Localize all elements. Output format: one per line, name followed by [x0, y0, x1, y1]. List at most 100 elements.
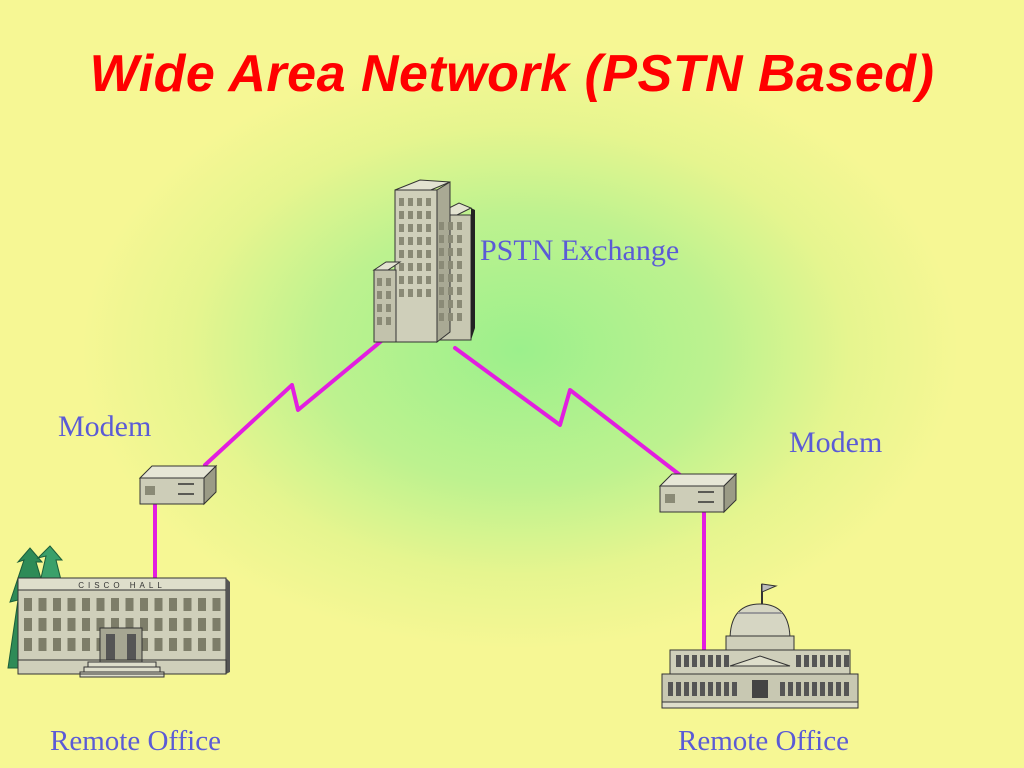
- window-decor: [399, 211, 404, 219]
- window-decor: [111, 618, 119, 631]
- window-decor: [457, 222, 462, 230]
- window-decor: [417, 263, 422, 271]
- window-decor: [408, 237, 413, 245]
- window-decor: [183, 638, 192, 651]
- window-decor: [82, 618, 90, 631]
- window-decor: [408, 224, 413, 232]
- window-decor: [844, 682, 849, 696]
- window-decor: [700, 655, 705, 667]
- window-decor: [212, 598, 221, 611]
- link-exchange-modem-left: [203, 336, 387, 467]
- window-decor: [408, 198, 413, 206]
- window-decor: [169, 598, 177, 611]
- window-decor: [457, 274, 462, 282]
- window-decor: [448, 313, 453, 321]
- window-decor: [439, 287, 444, 295]
- window-decor: [439, 222, 444, 230]
- window-decor: [417, 198, 422, 206]
- window-decor: [111, 598, 119, 611]
- window-decor: [377, 304, 382, 312]
- modem-right-label: Modem: [789, 426, 883, 459]
- window-decor: [708, 655, 713, 667]
- window-decor: [796, 655, 801, 667]
- window-decor: [386, 278, 391, 286]
- window-decor: [788, 682, 793, 696]
- window-decor: [676, 682, 681, 696]
- window-decor: [457, 261, 462, 269]
- window-decor: [24, 618, 32, 631]
- window-decor: [408, 289, 413, 297]
- window-decor: [417, 250, 422, 258]
- window-decor: [169, 638, 177, 651]
- window-decor: [38, 618, 47, 631]
- window-decor: [96, 598, 105, 611]
- slide-title: Wide Area Network (PSTN Based): [89, 45, 935, 103]
- office-left-sign: CISCO HALL: [78, 581, 166, 590]
- window-decor: [804, 682, 809, 696]
- window-decor: [426, 263, 431, 271]
- window-decor: [377, 291, 382, 299]
- window-decor: [724, 682, 729, 696]
- window-decor: [812, 682, 817, 696]
- window-decor: [844, 655, 849, 667]
- window-decor: [684, 682, 689, 696]
- modem-left-icon: [138, 464, 218, 506]
- window-decor: [24, 638, 32, 651]
- window-decor: [53, 638, 61, 651]
- window-decor: [426, 276, 431, 284]
- window-decor: [426, 198, 431, 206]
- window-decor: [82, 598, 90, 611]
- window-decor: [426, 237, 431, 245]
- window-decor: [140, 598, 148, 611]
- window-decor: [417, 276, 422, 284]
- window-decor: [700, 682, 705, 696]
- exchange-label: PSTN Exchange: [480, 234, 680, 267]
- window-decor: [377, 278, 382, 286]
- window-decor: [439, 300, 444, 308]
- window-decor: [67, 638, 76, 651]
- window-decor: [820, 682, 825, 696]
- window-decor: [820, 655, 825, 667]
- window-decor: [836, 682, 841, 696]
- window-decor: [399, 237, 404, 245]
- window-decor: [386, 304, 391, 312]
- office-right-label: Remote Office: [678, 725, 849, 757]
- window-decor: [67, 598, 76, 611]
- modem-left-label: Modem: [58, 410, 152, 443]
- window-decor: [448, 248, 453, 256]
- window-decor: [448, 235, 453, 243]
- window-decor: [183, 618, 192, 631]
- window-decor: [448, 222, 453, 230]
- window-decor: [439, 313, 444, 321]
- window-decor: [198, 618, 206, 631]
- window-decor: [212, 618, 221, 631]
- window-decor: [684, 655, 689, 667]
- window-decor: [53, 598, 61, 611]
- window-decor: [125, 618, 134, 631]
- window-decor: [426, 289, 431, 297]
- window-decor: [716, 682, 721, 696]
- window-decor: [828, 655, 833, 667]
- window-decor: [716, 655, 721, 667]
- window-decor: [140, 618, 148, 631]
- window-decor: [439, 261, 444, 269]
- window-decor: [439, 248, 444, 256]
- window-decor: [67, 618, 76, 631]
- window-decor: [692, 682, 697, 696]
- window-decor: [169, 618, 177, 631]
- window-decor: [154, 618, 163, 631]
- office-left-icon: CISCO HALL: [7, 545, 230, 678]
- window-decor: [668, 682, 673, 696]
- window-decor: [386, 317, 391, 325]
- window-decor: [457, 287, 462, 295]
- window-decor: [417, 237, 422, 245]
- window-decor: [448, 261, 453, 269]
- window-decor: [724, 655, 729, 667]
- window-decor: [399, 289, 404, 297]
- window-decor: [408, 211, 413, 219]
- window-decor: [386, 291, 391, 299]
- window-decor: [426, 250, 431, 258]
- exchange-building-icon: [372, 179, 475, 344]
